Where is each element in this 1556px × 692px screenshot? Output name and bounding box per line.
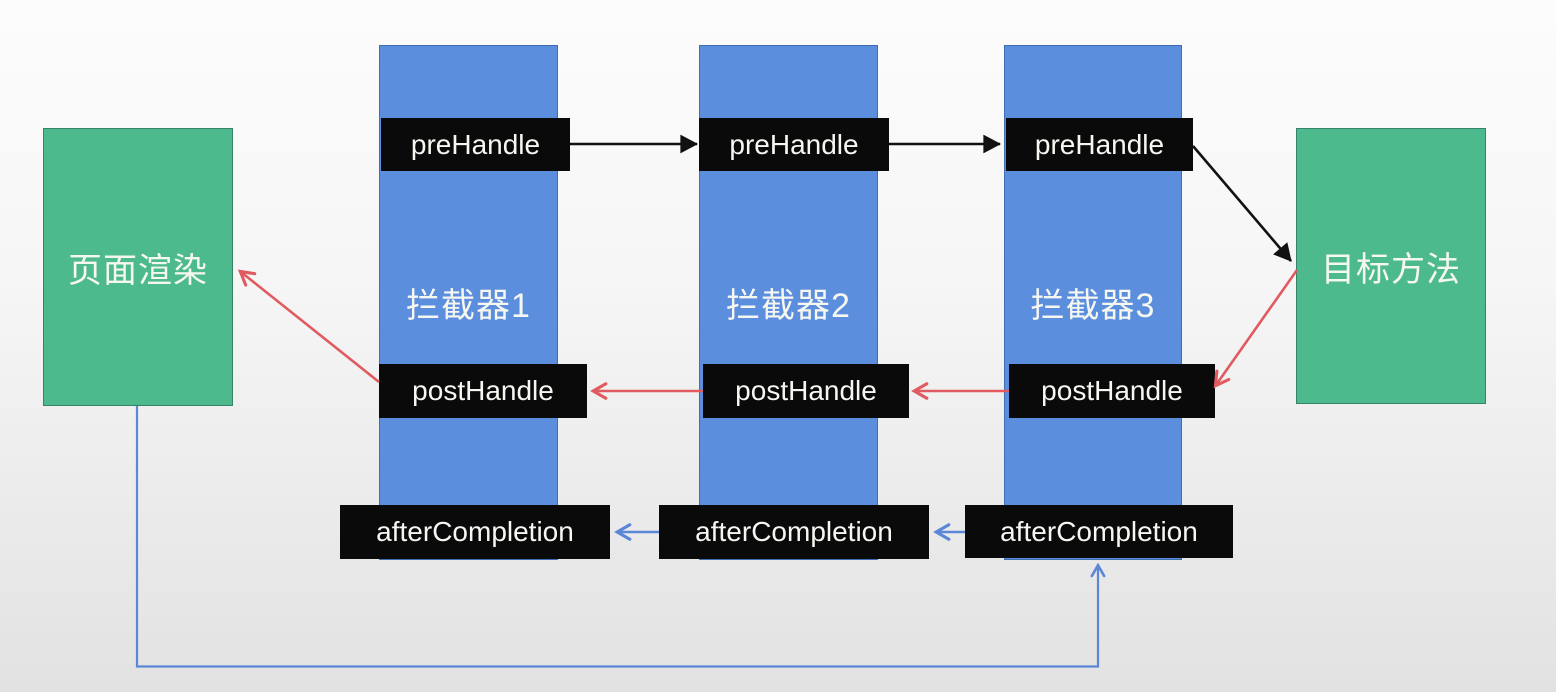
interceptor-label-2: 拦截器2	[726, 287, 851, 325]
aftercompletion-box-1: afterCompletion	[340, 505, 610, 559]
interceptor-label-3: 拦截器3	[1030, 287, 1156, 325]
page-render-box: 页面渲染	[43, 128, 233, 406]
prehandle-to-target-arrow	[1192, 145, 1292, 262]
page-render-to-aftercompletion-arrow	[135, 406, 1098, 668]
posthandle-box-3: postHandle	[1009, 364, 1215, 418]
posthandle-box-2: postHandle	[703, 364, 909, 418]
aftercompletion-box-3: afterCompletion	[965, 505, 1233, 558]
target-to-posthandle-arrow	[1216, 269, 1299, 385]
posthandle-box-1: postHandle	[379, 364, 587, 418]
prehandle-box-3: preHandle	[1006, 118, 1193, 171]
target-method-box: 目标方法	[1296, 128, 1486, 404]
target-method-label: 目标方法	[1321, 250, 1461, 289]
posthandle-to-page-render-arrow	[241, 272, 380, 384]
page-render-label: 页面渲染	[68, 251, 208, 290]
prehandle-box-2: preHandle	[699, 118, 889, 171]
prehandle-box-1: preHandle	[381, 118, 570, 171]
interceptor-label-1: 拦截器1	[406, 287, 531, 325]
aftercompletion-box-2: afterCompletion	[659, 505, 929, 559]
